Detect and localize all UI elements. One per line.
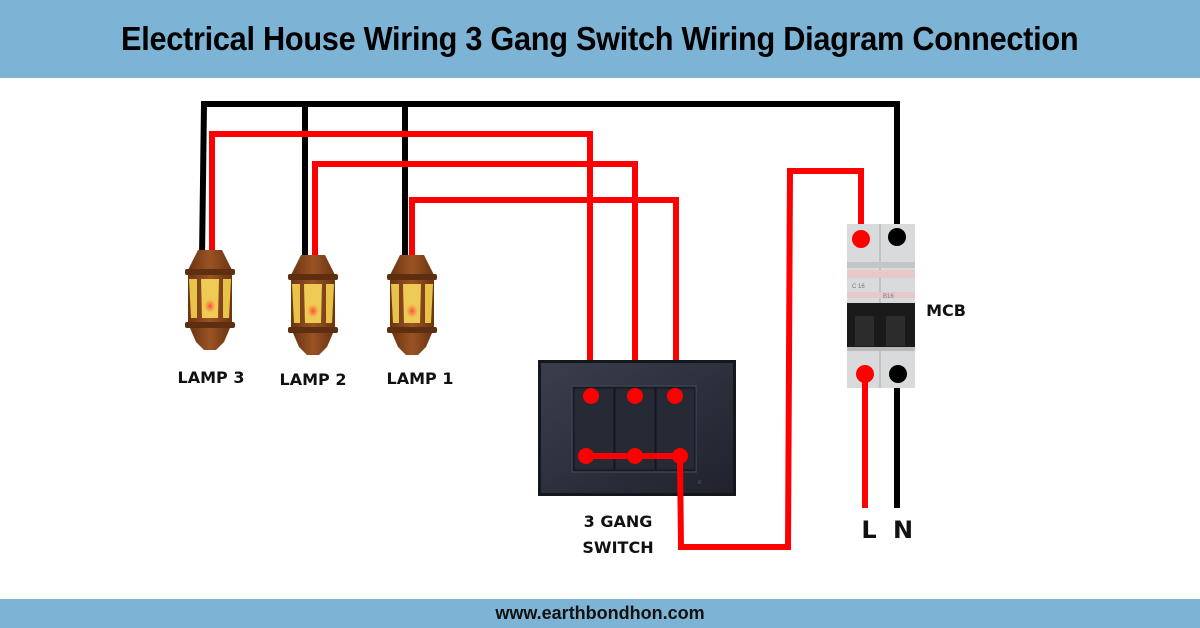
- neutral-wires: [199, 101, 900, 508]
- live-feed-wire: [677, 168, 864, 550]
- neutral-label: N: [893, 516, 913, 544]
- lamp-3: [185, 250, 235, 350]
- page-title: Electrical House Wiring 3 Gang Switch Wi…: [121, 20, 1079, 57]
- lamp-3-label: LAMP 3: [178, 368, 245, 387]
- footer-banner: www.earthbondhon.com: [0, 599, 1200, 628]
- switch-terminals: [578, 388, 688, 464]
- svg-text:ᴷ: ᴷ: [698, 480, 702, 490]
- title-banner: Electrical House Wiring 3 Gang Switch Wi…: [0, 0, 1200, 78]
- mcb-label: MCB: [926, 301, 966, 320]
- lamp-1-label: LAMP 1: [387, 369, 454, 388]
- lamp-2-label: LAMP 2: [280, 370, 347, 389]
- lamp-1: [387, 255, 437, 355]
- svg-text:C 16: C 16: [852, 284, 865, 290]
- three-gang-switch: ᴷ: [538, 360, 736, 496]
- switch-label-line2: SWITCH: [582, 538, 653, 557]
- website-link[interactable]: www.earthbondhon.com: [495, 603, 705, 623]
- lamp-2: [288, 255, 338, 355]
- switch-label-line1: 3 GANG: [584, 512, 653, 531]
- mcb-terminals: [852, 228, 907, 383]
- line-label: L: [861, 516, 876, 544]
- svg-text:B16: B16: [883, 294, 894, 300]
- mcb-breaker: C 16 B16: [847, 224, 915, 388]
- switched-live-wires: [209, 131, 679, 396]
